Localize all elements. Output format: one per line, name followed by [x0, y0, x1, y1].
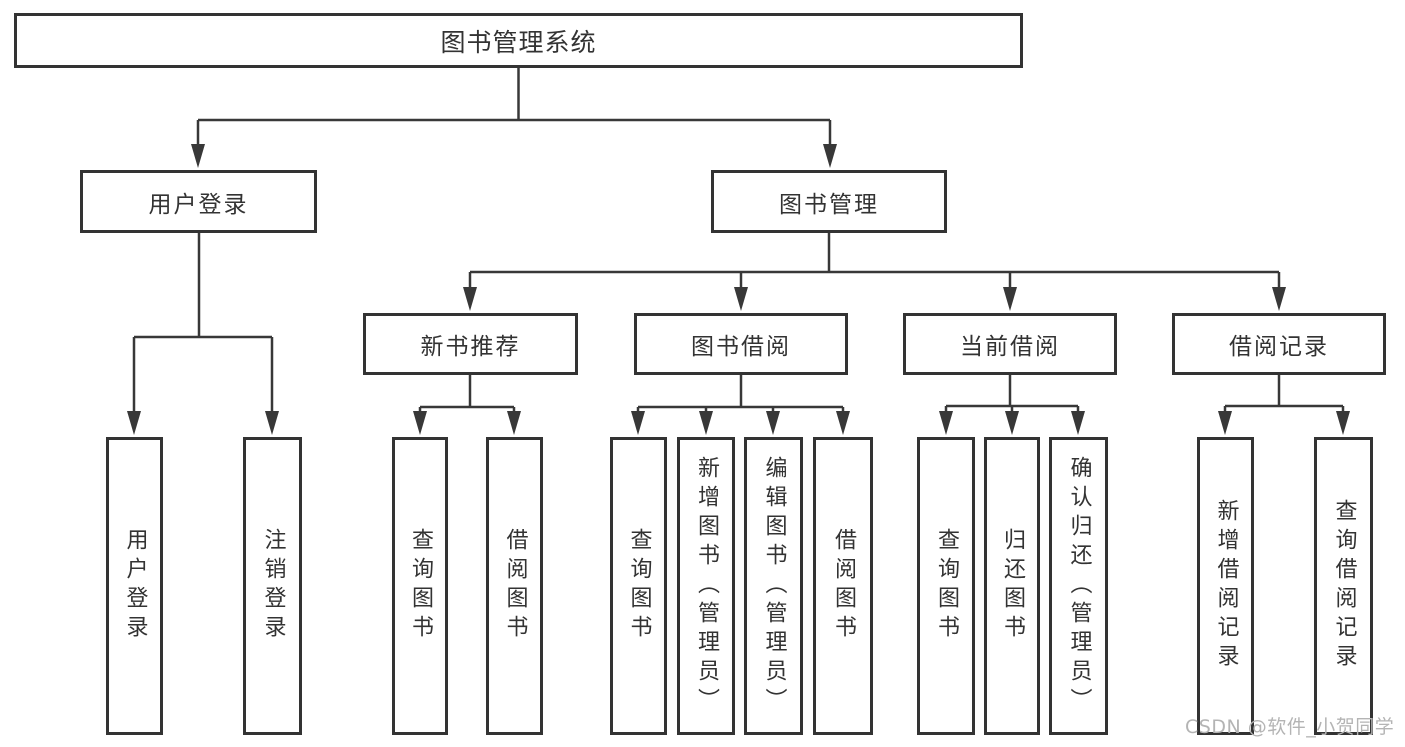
node-label: 新增借阅记录 — [1213, 499, 1239, 673]
node-new-book-recommend: 新书推荐 — [363, 313, 578, 375]
leaf-query-book-borrow: 查询图书 — [610, 437, 667, 735]
node-label: 查询借阅记录 — [1331, 499, 1357, 673]
connector-book-borrow-children — [631, 375, 850, 435]
node-label: 当前借阅 — [960, 334, 1060, 360]
node-label: 用户登录 — [122, 528, 148, 644]
connector-new-book-children — [413, 375, 521, 435]
node-label: 用户登录 — [148, 191, 249, 218]
node-label: 图书借阅 — [691, 334, 791, 360]
node-current-borrow: 当前借阅 — [903, 313, 1117, 375]
node-label: 新增图书（管理员） — [694, 455, 719, 717]
leaf-query-borrow-record: 查询借阅记录 — [1314, 437, 1373, 735]
node-root-system: 图书管理系统 — [14, 13, 1023, 68]
connector-borrow-record-children — [1218, 375, 1350, 435]
node-user-login: 用户登录 — [80, 170, 317, 233]
node-label: 图书管理 — [779, 191, 879, 218]
node-label: 借阅图书 — [831, 528, 856, 644]
leaf-logout: 注销登录 — [243, 437, 302, 735]
connector-current-borrow-children — [939, 375, 1085, 435]
leaf-confirm-return-admin: 确认归还（管理员） — [1049, 437, 1108, 735]
connector-book-management-children — [463, 231, 1286, 311]
node-book-borrow: 图书借阅 — [634, 313, 848, 375]
node-book-management: 图书管理 — [711, 170, 947, 233]
leaf-borrow-book-recommend: 借阅图书 — [486, 437, 543, 735]
node-label: 编辑图书（管理员） — [761, 455, 787, 717]
node-label: 查询图书 — [934, 528, 959, 644]
node-label: 借阅图书 — [502, 528, 528, 644]
node-label: 借阅记录 — [1229, 334, 1329, 360]
csdn-watermark: CSDN @软件_小贺同学 — [1185, 716, 1395, 738]
node-label: 归还图书 — [1000, 528, 1025, 644]
leaf-add-book-admin: 新增图书（管理员） — [677, 437, 735, 735]
connector-root-to-level2 — [191, 68, 837, 168]
node-label: 图书管理系统 — [440, 27, 597, 57]
node-borrow-records: 借阅记录 — [1172, 313, 1386, 375]
leaf-add-borrow-record: 新增借阅记录 — [1197, 437, 1254, 735]
leaf-edit-book-admin: 编辑图书（管理员） — [744, 437, 803, 735]
leaf-return-book: 归还图书 — [984, 437, 1040, 735]
leaf-query-book-recommend: 查询图书 — [392, 437, 448, 735]
node-label: 确认归还（管理员） — [1066, 455, 1092, 717]
leaf-user-login: 用户登录 — [106, 437, 163, 735]
node-label: 查询图书 — [408, 528, 433, 644]
leaf-query-book-current: 查询图书 — [917, 437, 975, 735]
node-label: 注销登录 — [260, 528, 286, 644]
connector-user-login-children — [127, 231, 279, 435]
node-label: 新书推荐 — [420, 334, 521, 360]
node-label: 查询图书 — [626, 528, 652, 644]
leaf-borrow-book: 借阅图书 — [813, 437, 873, 735]
